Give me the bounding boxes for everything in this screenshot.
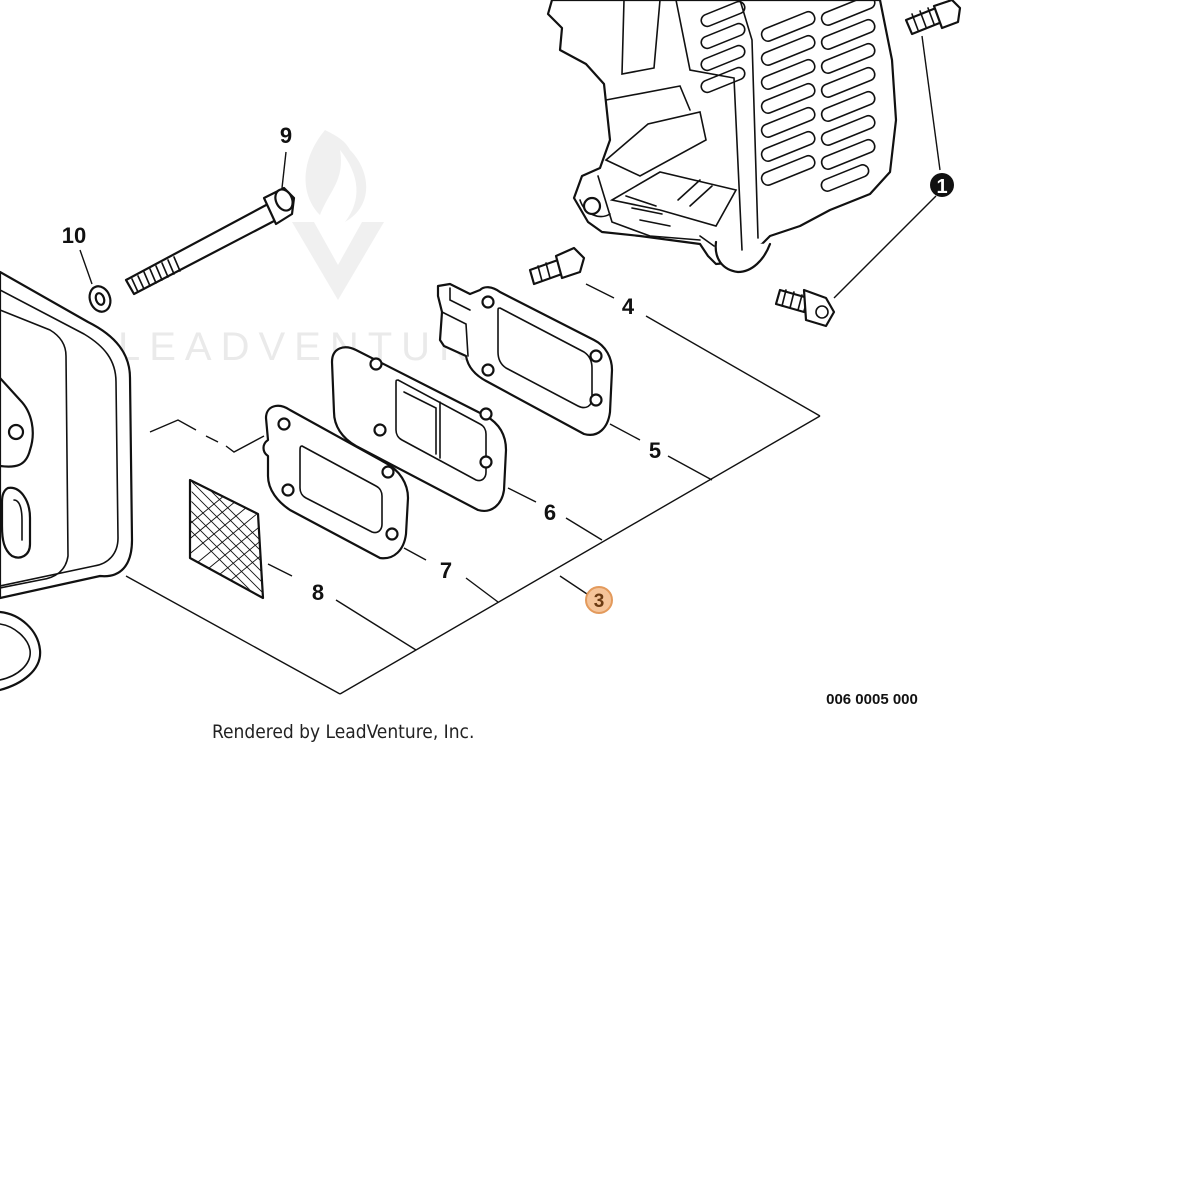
spark-screen-part (188, 478, 265, 600)
callout-5[interactable]: 5 (649, 438, 661, 463)
watermark-logo (292, 130, 384, 300)
callout-10[interactable]: 10 (62, 223, 86, 248)
muffler-flange-part (0, 610, 42, 692)
callout-1[interactable]: 1 (930, 173, 954, 198)
credit-text: Rendered by LeadVenture, Inc. (212, 721, 474, 743)
screw-top-right (904, 0, 962, 36)
callout-7[interactable]: 7 (440, 558, 452, 583)
cover-gasket-part (436, 282, 614, 436)
watermark-text: LEADVENTURE (118, 325, 513, 369)
screw-right (774, 288, 836, 328)
screw-center (528, 246, 586, 286)
gasket-part (262, 404, 410, 560)
callout-4[interactable]: 4 (622, 294, 635, 319)
muffler-body-part (0, 270, 134, 600)
callout-3-label: 3 (594, 591, 605, 612)
callout-3-highlighted[interactable]: 3 (585, 586, 613, 614)
shroud-vents (700, 0, 876, 192)
leader-lines (79, 35, 941, 695)
washer-part (88, 285, 112, 313)
diagram-code: 006 0005 000 (826, 691, 918, 708)
callout-8[interactable]: 8 (312, 580, 324, 605)
bolt-long-part (124, 186, 296, 296)
baffle-plate-part (330, 346, 508, 512)
callout-3-badge (585, 586, 613, 614)
callout-9[interactable]: 9 (280, 123, 292, 148)
callout-1-label: 1 (936, 176, 947, 198)
exhaust-shroud-part (546, 0, 898, 274)
callout-6[interactable]: 6 (544, 500, 556, 525)
